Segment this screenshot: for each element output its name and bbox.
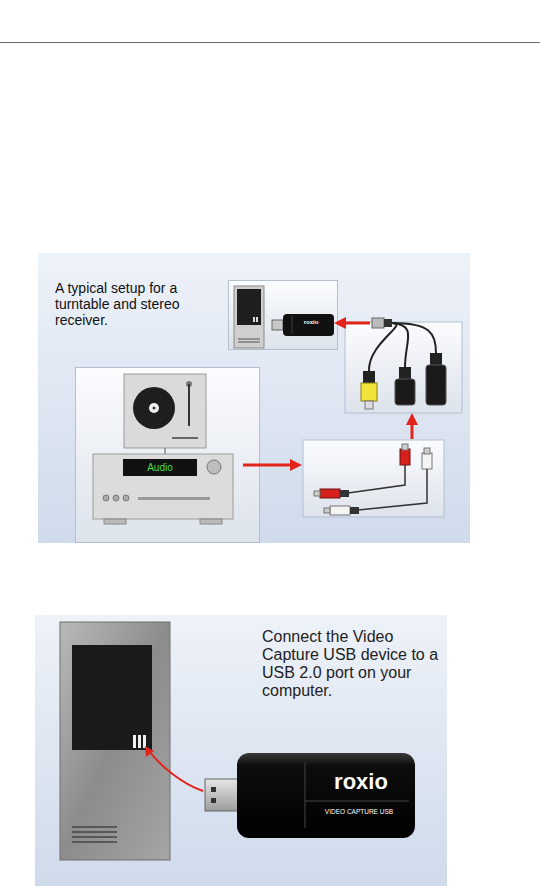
panel-text: roxio: [293, 319, 329, 326]
device-subtext: VIDEO CAPTURE USB: [309, 808, 409, 816]
connect-panel: Connect the Video Capture USB device to …: [35, 615, 447, 886]
panel-text: A typical setup for a turntable and ster…: [55, 280, 195, 328]
setup-panel: A typical setup for a turntable and ster…: [38, 253, 470, 543]
panel-text: Audio: [123, 460, 197, 475]
usb-device: [237, 753, 415, 838]
computer-panel: roxio: [228, 280, 338, 350]
panel-text: roxio: [313, 769, 409, 795]
turntable-panel: Audio: [75, 367, 260, 543]
turntable-receiver: [76, 368, 261, 544]
header-rule: [0, 42, 540, 43]
capture-device: roxioVIDEO CAPTURE USB: [237, 753, 415, 838]
panel-text: Connect the Video Capture USB device to …: [262, 628, 442, 700]
computer-illustration: [229, 281, 339, 351]
